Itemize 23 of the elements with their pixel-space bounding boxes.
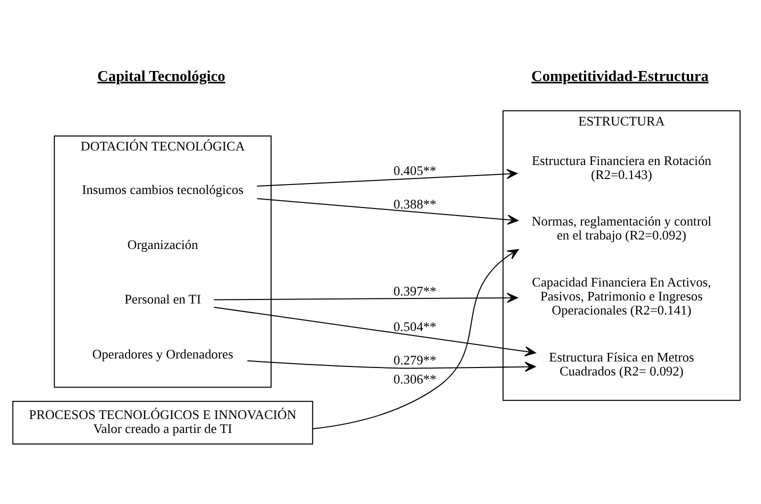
arrow bbox=[256, 198, 518, 225]
arrow bbox=[214, 292, 518, 303]
edge-label: 0.279** bbox=[394, 352, 436, 368]
arrow bbox=[214, 306, 536, 356]
node-text: Capacidad Financiera En Activos, Pasivos, Patrimonio e Ingresos Operacionales (R2=0.141) bbox=[532, 274, 712, 318]
label: Competitividad-Estructura bbox=[531, 68, 709, 85]
arrow bbox=[256, 168, 518, 187]
node-text: Personal en TI bbox=[124, 292, 201, 307]
arrow bbox=[247, 360, 536, 372]
node-text: Estructura Física en Metros Cuadrados (R2= 0.092) bbox=[549, 349, 694, 378]
edge-label: 0.405** bbox=[394, 162, 436, 178]
node-text: Insumos cambios tecnológicos bbox=[82, 182, 244, 198]
edge-label: 0.397** bbox=[394, 283, 436, 298]
node-box: PROCESOS TECNOLÓGICOS E INNOVACIÓN Valor creado a partir de TI bbox=[12, 400, 314, 444]
edge-label: 0.504** bbox=[394, 318, 436, 334]
label: Capital Tecnológico bbox=[97, 68, 226, 85]
arrow bbox=[312, 249, 519, 430]
edge-label: 0.388** bbox=[394, 196, 436, 212]
node-text: Estructura Financiera en Rotación (R2=0.143) bbox=[532, 152, 712, 182]
node-text: Operadores y Ordenadores bbox=[92, 346, 234, 362]
node-text: Organización bbox=[127, 236, 198, 252]
node-text: Normas, reglamentación y control en el trabajo (R2=0.092) bbox=[532, 214, 712, 243]
edge-label: 0.306** bbox=[394, 372, 436, 387]
